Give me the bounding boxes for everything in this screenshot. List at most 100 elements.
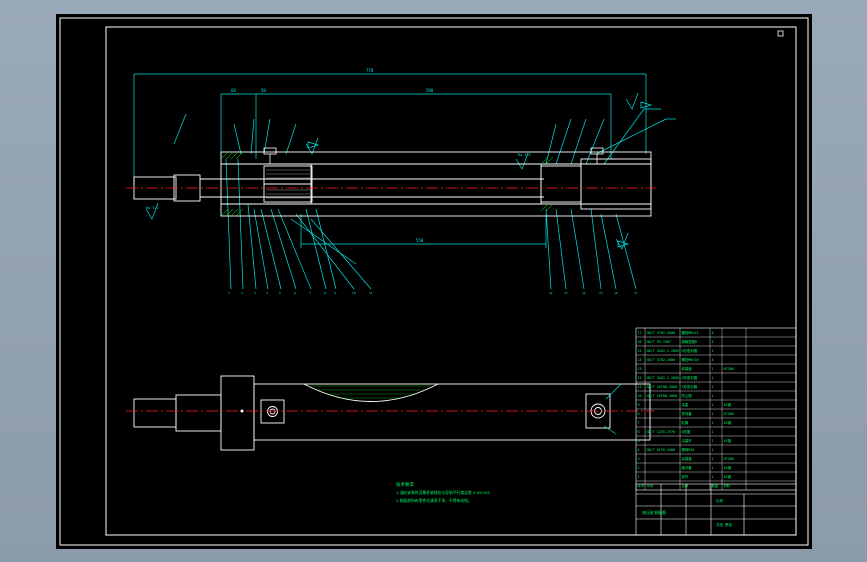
notes-line-2: 2.装配前所有零件应清洗干净，不得有毛刺。: [396, 498, 472, 503]
parts-row-cell: 螺栓M6×20: [682, 357, 699, 362]
parts-row-cell: GB/T 5782-2000: [647, 358, 676, 362]
parts-row-cell: 45钢: [724, 402, 732, 407]
parts-row-cell: 8: [638, 412, 640, 416]
rod-section: [175, 394, 222, 432]
svg-text:1: 1: [228, 291, 230, 295]
corner-mark: [777, 30, 784, 37]
parts-row-cell: 4: [638, 448, 640, 452]
sheet-label: 共张 第张: [716, 522, 733, 527]
cutaway-arc: [303, 383, 439, 402]
dim-overall: 770: [366, 68, 374, 73]
technical-notes: 技术要求 1.油缸安装时活塞杆轴线应与导轨平行度误差 0.05/100 2.装配…: [396, 481, 491, 503]
parts-row-cell: 5: [638, 439, 640, 443]
datum-flags: [307, 101, 653, 248]
parts-row-cell: GB/T 3452.1-2005: [647, 376, 680, 380]
svg-text:16: 16: [614, 291, 618, 295]
roughness-symbols: [145, 92, 639, 250]
parts-row-cell: 1: [712, 349, 714, 353]
parts-row-cell: 1: [712, 448, 714, 452]
port-fitting-left: [260, 399, 285, 424]
parts-row-cell: 1: [712, 394, 714, 398]
svg-text:7: 7: [309, 291, 311, 295]
cylinder-barrel[interactable]: [220, 151, 652, 217]
bolts[interactable]: [263, 147, 604, 164]
notes-line-1: 1.油缸安装时活塞杆轴线应与导轨平行度误差 0.05/100: [396, 490, 491, 495]
parts-row-cell: 1: [712, 376, 714, 380]
parts-row-cell: 活塞: [682, 402, 689, 407]
parts-row-cell: Y形密封圈: [682, 384, 698, 389]
scale-label: 比例: [716, 498, 724, 503]
parts-row-cell: 螺栓M8×25: [682, 330, 699, 335]
parts-row-cell: GB/T 10708-2000: [647, 385, 678, 389]
svg-text:15: 15: [599, 291, 603, 295]
parts-row-cell: 13: [638, 367, 642, 371]
dim-left-b: 50: [261, 88, 266, 93]
cad-drawing-canvas[interactable]: 770 500 60 50 550 Ra 1.6 Ra 3.2: [56, 14, 812, 549]
cylinder-body: [253, 383, 651, 441]
notes-heading: 技术要求: [396, 481, 414, 488]
dim-base: 550: [416, 238, 424, 243]
parts-row-cell: 45钢: [724, 420, 732, 425]
thread-hatch: [266, 169, 310, 199]
dimension-texts: 770 500 60 50 550: [231, 68, 434, 243]
parts-row-cell: 防尘圈: [682, 393, 693, 398]
parts-row-cell: 7: [638, 421, 640, 425]
parts-row-cell: GB/T 5782-2000: [647, 331, 676, 335]
dim-stroke: 500: [426, 88, 434, 93]
parts-row-cell: GB/T 6170-2000: [647, 448, 676, 452]
drawing-viewport[interactable]: 770 500 60 50 550 Ra 1.6 Ra 3.2: [56, 14, 812, 549]
parts-row-cell: 1: [712, 367, 714, 371]
parts-row-cell: 4: [712, 358, 714, 362]
parts-row-cell: O形密封圈: [682, 375, 698, 380]
parts-row-cell: 螺母M16: [682, 447, 695, 452]
parts-row-cell: 1: [712, 466, 714, 470]
svg-text:13: 13: [564, 291, 568, 295]
parts-row-cell: 前端盖: [682, 366, 693, 371]
parts-row-cell: 1: [712, 421, 714, 425]
parts-row-cell: 12: [638, 376, 642, 380]
parts-row-cell: 45钢: [724, 438, 732, 443]
front-flange: [220, 375, 255, 451]
arc-hatch: [311, 385, 431, 399]
parts-row-cell: 4: [712, 331, 714, 335]
parts-row-cell: 4: [712, 340, 714, 344]
parts-row-cell: GB/T 93-1987: [647, 340, 672, 344]
parts-row-cell: GB/T 3452.1-2005: [647, 349, 680, 353]
pivot-point: [240, 409, 244, 413]
svg-text:9: 9: [334, 291, 336, 295]
parts-row-cell: 9: [638, 403, 640, 407]
parts-row-cell: 17: [638, 331, 642, 335]
dimension-lines: [133, 73, 676, 290]
parts-row-cell: 导向套: [682, 411, 693, 416]
parts-header-cell: 数量: [712, 483, 719, 488]
parts-row-cell: GB/T 1235-1976: [647, 430, 676, 434]
svg-text:4: 4: [266, 291, 268, 295]
parts-row-cell: 45钢: [724, 474, 732, 479]
parts-row-cell: GB/T 10708-2000: [647, 394, 678, 398]
roughness-label-1: Ra 1.6: [518, 153, 531, 157]
svg-text:12: 12: [549, 291, 553, 295]
svg-text:5: 5: [279, 291, 281, 295]
parts-row-cell: 耳环: [682, 475, 689, 479]
hatch-areas: [220, 151, 554, 217]
plan-view[interactable]: [126, 375, 654, 451]
outer-frame: [59, 17, 809, 546]
parts-row-cell: 缓冲套: [682, 465, 693, 470]
section-view[interactable]: 770 500 60 50 550 Ra 1.6 Ra 3.2: [126, 68, 676, 295]
port-circle-left: [267, 406, 278, 417]
parts-row-cell: 6: [638, 430, 640, 434]
title-block[interactable]: 液压缸装配图 比例 共张 第张: [635, 483, 797, 536]
parts-row-cell: 活塞杆: [682, 438, 693, 443]
parts-row-cell: 1: [712, 457, 714, 461]
parts-row-cell: 10: [638, 394, 642, 398]
parts-row-cell: 1: [712, 385, 714, 389]
rod-end: [133, 398, 177, 428]
parts-row-cell: 1: [712, 430, 714, 434]
parts-row-cell: 1: [638, 475, 640, 479]
parts-row-cell: 1: [712, 403, 714, 407]
parts-row-cell: 14: [638, 358, 642, 362]
parts-row-cell: 15: [638, 349, 642, 353]
parts-row-cell: HT200: [724, 457, 734, 461]
